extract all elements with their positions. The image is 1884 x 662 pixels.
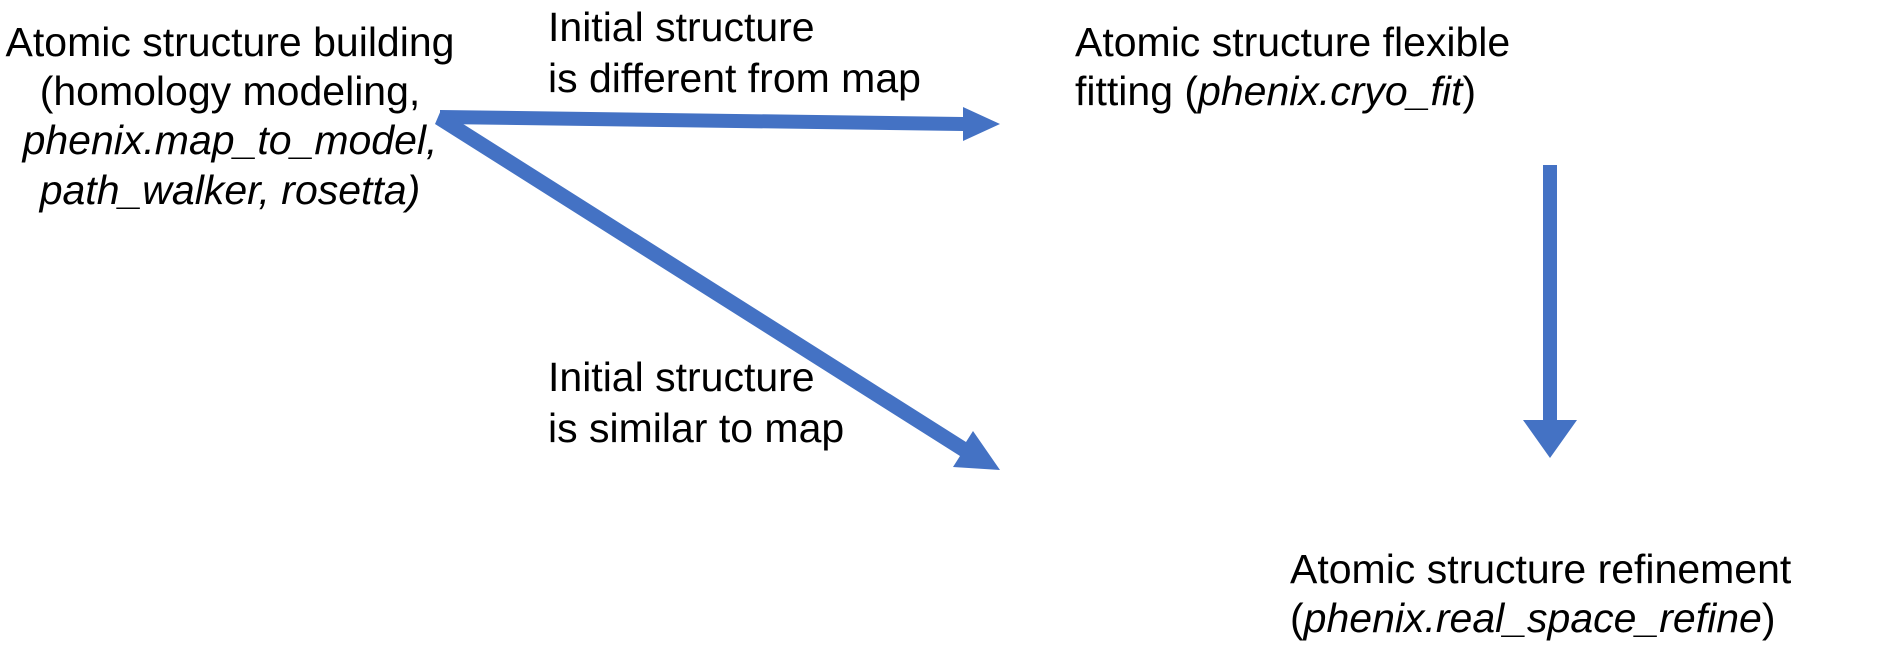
node-refinement-line-1: Atomic structure refinement (1290, 546, 1792, 592)
edge-label-initial-structure-similar: Initial structure is similar to map (548, 352, 844, 455)
node-building-line-4: path_walker, rosetta) (39, 166, 421, 213)
arrow-flexible-fitting-to-refinement (1523, 165, 1577, 458)
node-flexible-fitting-suffix: ) (1462, 68, 1477, 115)
node-building-line-2: (homology modeling, (39, 68, 421, 115)
edge-label-initial-structure-different: Initial structure is different from map (548, 2, 921, 105)
node-flexible-fitting-command: phenix.cryo_fit (1198, 68, 1463, 115)
node-atomic-structure-building: Atomic structure building (homology mode… (0, 18, 460, 215)
node-refinement-command: phenix.real_space_refine (1303, 595, 1762, 642)
node-flexible-fitting-line-2: fitting (phenix.cryo_fit) (1075, 67, 1555, 116)
node-flexible-fitting-prefix: fitting ( (1075, 68, 1199, 115)
node-building-line-3: phenix.map_to_model, (22, 117, 438, 164)
node-refinement-prefix: ( (1290, 595, 1304, 642)
arrow-building-to-flexible-fitting (440, 107, 1000, 141)
node-refinement-line-2: (phenix.real_space_refine) (1290, 594, 1884, 643)
edge-label-different-line-1: Initial structure (548, 4, 815, 50)
node-atomic-structure-flexible-fitting: Atomic structure flexible fitting (pheni… (1075, 18, 1555, 116)
edge-label-similar-line-2: is similar to map (548, 405, 845, 452)
node-refinement-suffix: ) (1761, 595, 1776, 642)
node-atomic-structure-refinement: Atomic structure refinement (phenix.real… (1290, 545, 1884, 643)
node-flexible-fitting-line-1: Atomic structure flexible (1075, 19, 1511, 65)
node-building-line-1: Atomic structure building (5, 19, 455, 65)
edge-label-similar-line-1: Initial structure (548, 354, 815, 400)
edge-label-different-line-2: is different from map (548, 55, 921, 102)
